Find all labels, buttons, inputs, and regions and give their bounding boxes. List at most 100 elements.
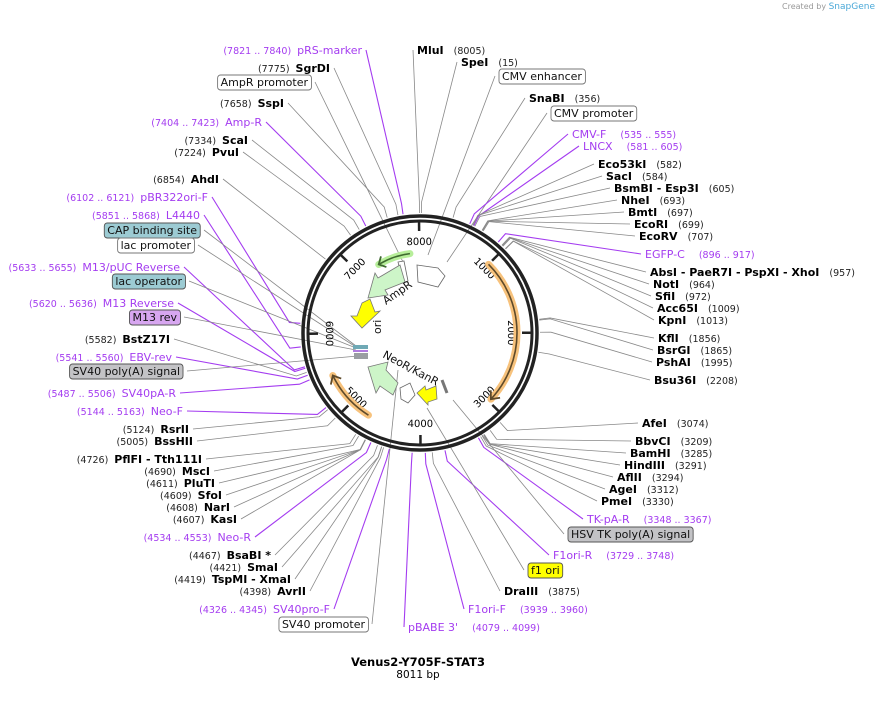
tick-mark <box>340 254 349 263</box>
enzyme-sfoi[interactable]: (4609)SfoI <box>160 489 222 502</box>
enzyme-pmei[interactable]: PmeI(3330) <box>601 495 674 508</box>
enzyme-scai[interactable]: (7334)ScaI <box>184 134 248 147</box>
primer-neo-f[interactable]: (5144 .. 5163)Neo-F <box>77 405 183 418</box>
enzyme-tspmi-xmai[interactable]: (4419)TspMI - XmaI <box>174 573 291 586</box>
enzyme-bsmbi-esp3i[interactable]: BsmBI - Esp3I(605) <box>614 182 734 195</box>
enzyme-bbvci[interactable]: BbvCI(3209) <box>635 435 712 448</box>
primer-amp-r[interactable]: (7404 .. 7423)Amp-R <box>151 116 262 129</box>
primer-prs-marker[interactable]: (7821 .. 7840)pRS-marker <box>223 44 362 57</box>
feature-hsv-tk-poly-a-signal[interactable]: HSV TK poly(A) signal <box>567 526 694 543</box>
site-position: (3285) <box>681 449 713 460</box>
enzyme-bmti[interactable]: BmtI(697) <box>628 206 693 219</box>
primer-f1ori-f[interactable]: F1ori-F(3939 .. 3960) <box>468 603 588 616</box>
enzyme-nari[interactable]: (4608)NarI <box>166 501 230 514</box>
enzyme-bsshii[interactable]: (5005)BssHII <box>117 435 193 448</box>
feature-ampr-promoter[interactable]: AmpR promoter <box>217 74 312 91</box>
feature-cmv-promoter[interactable]: CMV promoter <box>550 105 638 122</box>
leader-line <box>205 434 357 460</box>
enzyme-afei[interactable]: AfeI(3074) <box>642 417 708 430</box>
primer-pbr322ori-f[interactable]: (6102 .. 6121)pBR322ori-F <box>66 191 208 204</box>
enzyme-sfii[interactable]: SfiI(972) <box>655 290 711 303</box>
cmv-feature-arrow[interactable] <box>416 264 446 288</box>
primer-m13-puc-reverse[interactable]: (5633 .. 5655)M13/pUC Reverse <box>9 261 181 274</box>
lac-stack-purple[interactable] <box>353 350 368 352</box>
enzyme-kpni[interactable]: KpnI(1013) <box>658 314 728 327</box>
enzyme-ahdi[interactable]: (6854)AhdI <box>153 173 219 186</box>
enzyme-draiii[interactable]: DraIII(3875) <box>504 585 580 598</box>
enzyme-bsrgi[interactable]: BsrGI(1865) <box>657 344 732 357</box>
site-name: HindIII <box>624 459 665 472</box>
primer-lncx[interactable]: LNCX(581 .. 605) <box>583 140 682 153</box>
primer-l4440[interactable]: (5851 .. 5868)L4440 <box>92 209 200 222</box>
site-name: Acc65I <box>657 302 698 315</box>
site-name: AflII <box>617 471 642 484</box>
enzyme-mlui[interactable]: MluI(8005) <box>417 44 485 57</box>
enzyme-bsabi[interactable]: (4467)BsaBI * <box>189 549 271 562</box>
leader-line <box>482 220 631 231</box>
plasmid-name: Venus2-Y705F-STAT3 <box>351 655 485 669</box>
green-arc[interactable] <box>375 250 414 268</box>
enzyme-ecorv[interactable]: EcoRV(707) <box>639 230 713 243</box>
primer-cmv-f[interactable]: CMV-F(535 .. 555) <box>572 128 676 141</box>
enzyme-kfli[interactable]: KflI(1856) <box>658 332 720 345</box>
primer-f1ori-r[interactable]: F1ori-R(3729 .. 3748) <box>553 549 674 562</box>
primer-pbabe-3[interactable]: pBABE 3'(4079 .. 4099) <box>408 621 540 634</box>
enzyme-absi-paer7i-pspxi-xhoi[interactable]: AbsI - PaeR7I - PspXI - XhoI(957) <box>650 266 855 279</box>
enzyme-avrii[interactable]: (4398)AvrII <box>240 585 307 598</box>
primer-ebv-rev[interactable]: (5541 .. 5560)EBV-rev <box>56 351 173 364</box>
ampr-feature-arrow[interactable] <box>367 264 406 299</box>
feature-lac-operator[interactable]: lac operator <box>111 273 186 290</box>
enzyme-nhei[interactable]: NheI(693) <box>621 194 685 207</box>
enzyme-pluti[interactable]: (4611)PluTI <box>146 477 215 490</box>
feature-lac-promoter[interactable]: lac promoter <box>117 237 195 254</box>
sv40-promoter-feature-arrow[interactable] <box>399 382 416 404</box>
ori-feature-arrow[interactable] <box>350 298 382 329</box>
enzyme-aflii[interactable]: AflII(3294) <box>617 471 683 484</box>
snapgene-credit: Created by SnapGene <box>782 2 875 12</box>
neor-feature-arrow[interactable] <box>367 361 399 396</box>
hsv-tk-polya-feature[interactable] <box>440 379 449 394</box>
enzyme-snabi[interactable]: SnaBI(356) <box>529 92 600 105</box>
feature-f1-ori[interactable]: f1 ori <box>527 562 564 579</box>
primer-tk-pa-r[interactable]: TK-pA-R(3348 .. 3367) <box>586 513 711 526</box>
primer-sv40pa-r[interactable]: (5487 .. 5506)SV40pA-R <box>48 387 177 400</box>
enzyme-hindiii[interactable]: HindIII (3291) <box>624 459 707 472</box>
enzyme-spei[interactable]: SpeI(15) <box>461 56 518 69</box>
primer-sv40pro-f[interactable]: (4326 .. 4345)SV40pro-F <box>199 603 330 616</box>
lac-stack-grey[interactable] <box>354 353 368 359</box>
feature-m13-rev[interactable]: M13 rev <box>129 309 181 326</box>
enzyme-agei[interactable]: AgeI(3312) <box>609 483 679 496</box>
enzyme-saci[interactable]: SacI(584) <box>606 170 668 183</box>
primer-m13-reverse[interactable]: (5620 .. 5636)M13 Reverse <box>29 297 174 310</box>
enzyme-ecori[interactable]: EcoRI(699) <box>634 218 704 231</box>
feature-cap-binding-site[interactable]: CAP binding site <box>103 222 201 239</box>
enzyme-acc65i[interactable]: Acc65I(1009) <box>657 302 740 315</box>
feature-box <box>117 237 195 254</box>
enzyme-bstz17i[interactable]: (5582)BstZ17I <box>85 333 170 346</box>
site-position: (3291) <box>675 461 707 472</box>
site-name: BsaBI * <box>227 549 272 562</box>
enzyme-noti[interactable]: NotI(964) <box>653 278 715 291</box>
enzyme-sgrdi[interactable]: (7775)SgrDI <box>258 62 330 75</box>
enzyme-pshai[interactable]: PshAI(1995) <box>656 356 732 369</box>
enzyme-bamhi[interactable]: BamHI(3285) <box>630 447 712 460</box>
enzyme-kasi[interactable]: (4607)KasI <box>173 513 237 526</box>
feature-sv40-poly-a-signal[interactable]: SV40 poly(A) signal <box>69 363 184 380</box>
enzyme-sspi[interactable]: (7658)SspI <box>220 97 284 110</box>
feature-cmv-enhancer[interactable]: CMV enhancer <box>498 68 586 85</box>
site-name: PluTI <box>184 477 215 490</box>
site-name: PshAI <box>656 356 691 369</box>
enzyme-pflfi-tth111i[interactable]: (4726)PflFI - Tth111I <box>77 453 202 466</box>
site-name: BsmBI - Esp3I <box>614 182 699 195</box>
enzyme-eco53ki[interactable]: Eco53kI(582) <box>598 158 682 171</box>
primer-egfp-c[interactable]: EGFP-C(896 .. 917) <box>645 248 755 261</box>
feature-sv40-promoter[interactable]: SV40 promoter <box>278 616 369 633</box>
enzyme-pvui[interactable]: (7224)PvuI <box>174 146 239 159</box>
enzyme-msci[interactable]: (4690)MscI <box>144 465 210 478</box>
f1-ori-feature-arrow[interactable] <box>416 385 438 407</box>
enzyme-rsrii[interactable]: (5124)RsrII <box>123 423 189 436</box>
primer-neo-r[interactable]: (4534 .. 4553)Neo-R <box>144 531 252 544</box>
enzyme-bsu36i[interactable]: Bsu36I(2208) <box>654 374 738 387</box>
lac-stack-blue[interactable] <box>353 345 368 349</box>
enzyme-smai[interactable]: (4421)SmaI <box>210 561 279 574</box>
